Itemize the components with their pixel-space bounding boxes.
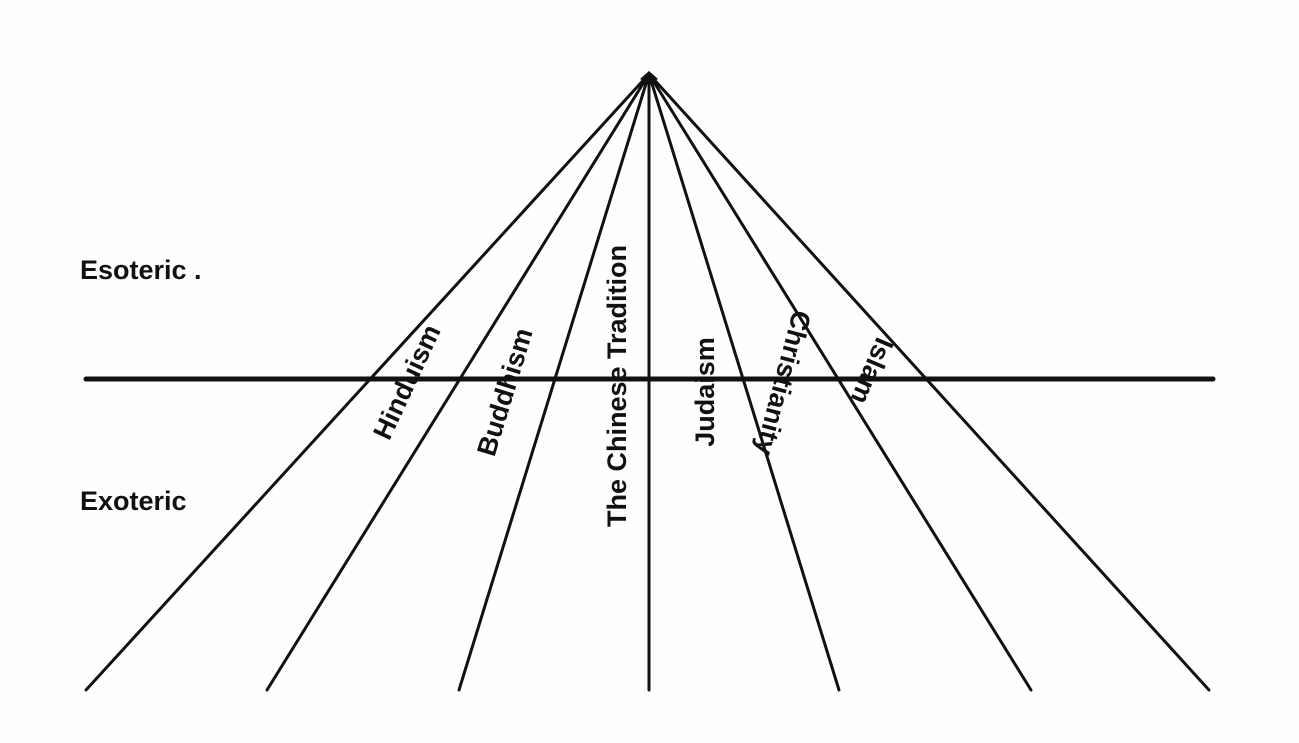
ray-3 — [457, 72, 651, 692]
apex-point — [640, 71, 658, 84]
exoteric-label: Exoteric — [80, 486, 187, 516]
ray-2 — [265, 72, 651, 692]
ray-6 — [647, 72, 1033, 692]
ray-5 — [647, 72, 841, 692]
tradition-label-chinese-tradition: The Chinese Tradition — [602, 245, 632, 527]
tradition-label-islam: Islam — [845, 333, 900, 408]
esoteric-label: Esoteric . — [80, 255, 202, 285]
ray-7 — [647, 72, 1211, 692]
ray-1 — [84, 72, 651, 692]
tradition-label-judaism: Judaism — [690, 337, 720, 447]
tradition-label-christianity: Christianity — [749, 307, 816, 458]
